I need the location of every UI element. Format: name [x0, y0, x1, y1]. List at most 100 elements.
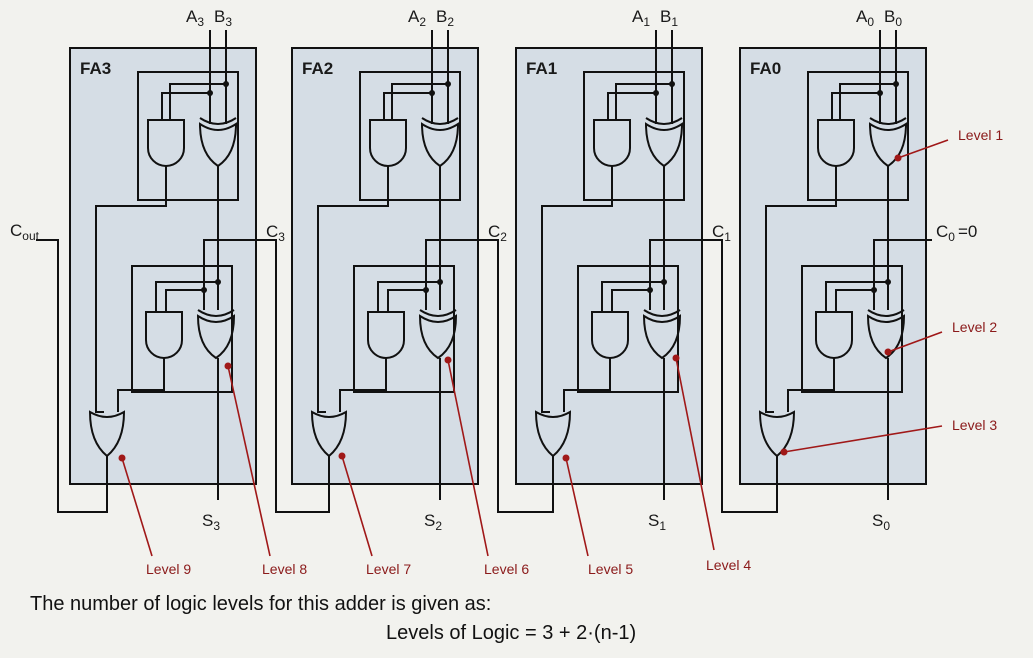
- carry-in-label: C2: [488, 222, 507, 244]
- junction-dot: [429, 90, 435, 96]
- half-adder-1-box: [807, 71, 909, 201]
- xor-body: [868, 122, 908, 168]
- sum-output-label: S1: [648, 511, 666, 533]
- level-pointer-line: [897, 139, 949, 159]
- wire: [383, 92, 432, 120]
- xor-body: [418, 314, 458, 360]
- level-pointer-dot: [562, 454, 570, 462]
- level-annotation-8: Level 8: [224, 362, 307, 577]
- xor-body: [198, 122, 238, 168]
- input-b-label: B0: [884, 7, 902, 29]
- level-pointer-dot: [884, 348, 892, 356]
- wire: [607, 92, 656, 120]
- junction-dot: [445, 81, 451, 87]
- wire: [541, 166, 613, 413]
- xor-body: [196, 314, 236, 360]
- level-pointer-line: [675, 357, 715, 551]
- xor-body: [420, 122, 460, 168]
- sum-output-label: S0: [872, 511, 890, 533]
- wire: [787, 358, 835, 412]
- junction-dot: [669, 81, 675, 87]
- level-annotation-7: Level 7: [338, 452, 411, 577]
- level-pointer-line: [227, 365, 271, 557]
- xor-input-arc: [643, 309, 681, 317]
- level-annotation-5: Level 5: [562, 454, 633, 577]
- input-a-label: A1: [632, 7, 650, 29]
- xor-input-arc: [645, 117, 683, 125]
- sum-output-label: S2: [424, 511, 442, 533]
- xor-gate: [198, 117, 238, 168]
- and-gate: [147, 119, 185, 167]
- level-annotation-3: Level 3: [780, 417, 997, 456]
- input-a-label: A3: [186, 7, 204, 29]
- level-annotation-6: Level 6: [444, 356, 529, 577]
- and-gate: [593, 119, 631, 167]
- level-pointer-dot: [224, 362, 232, 370]
- input-a-label: A0: [856, 7, 874, 29]
- wire: [36, 239, 108, 513]
- level-pointer-dot: [672, 354, 680, 362]
- level-annotation-4: Level 4: [672, 354, 751, 573]
- level-pointer-line: [447, 359, 489, 557]
- xor-input-arc: [867, 309, 905, 317]
- level-label: Level 6: [484, 561, 529, 577]
- wire: [615, 83, 672, 120]
- half-adder-1-box: [137, 71, 239, 201]
- wire: [117, 358, 165, 412]
- junction-dot: [201, 287, 207, 293]
- wire: [339, 358, 387, 412]
- or-gate: [758, 410, 796, 458]
- and-gate: [817, 119, 855, 167]
- junction-dot: [647, 287, 653, 293]
- xor-input-arc: [197, 309, 235, 317]
- wire: [425, 239, 484, 310]
- xor-input-arc: [421, 117, 459, 125]
- xor-body: [644, 122, 684, 168]
- level-label: Level 2: [952, 319, 997, 335]
- or-gate: [88, 410, 126, 458]
- carry-out-label: Cout: [10, 221, 40, 243]
- level-annotation-1: Level 1: [894, 127, 1003, 162]
- wire: [169, 83, 226, 120]
- junction-dot: [871, 287, 877, 293]
- and-gate: [369, 119, 407, 167]
- level-annotation-9: Level 9: [118, 454, 191, 577]
- wire: [387, 289, 426, 312]
- level-pointer-dot: [780, 448, 788, 456]
- level-label: Level 1: [958, 127, 1003, 143]
- wire: [391, 83, 448, 120]
- xor-gate: [866, 309, 906, 360]
- wire: [765, 166, 837, 413]
- level-label: Level 3: [952, 417, 997, 433]
- wire: [873, 239, 932, 310]
- wire: [708, 239, 778, 513]
- or-gate: [534, 410, 572, 458]
- input-b-label: B2: [436, 7, 454, 29]
- input-b-label: B3: [214, 7, 232, 29]
- input-b-label: B1: [660, 7, 678, 29]
- and-gate: [591, 311, 629, 359]
- level-pointer-dot: [894, 154, 902, 162]
- wire: [611, 289, 650, 312]
- half-adder-1-box: [359, 71, 461, 201]
- wire: [484, 239, 554, 513]
- junction-dot: [885, 279, 891, 285]
- or-gate: [310, 410, 348, 458]
- xor-body: [642, 314, 682, 360]
- wire: [155, 281, 218, 312]
- level-label: Level 4: [706, 557, 751, 573]
- full-adder-name: FA3: [80, 59, 111, 78]
- xor-gate: [420, 117, 460, 168]
- carry-zero-value: =0: [958, 222, 977, 241]
- xor-input-arc: [869, 117, 907, 125]
- and-gate: [367, 311, 405, 359]
- wire: [317, 166, 389, 413]
- xor-gate: [642, 309, 682, 360]
- junction-dot: [893, 81, 899, 87]
- and-gate: [815, 311, 853, 359]
- wire: [95, 166, 167, 413]
- full-adder-name: FA2: [302, 59, 333, 78]
